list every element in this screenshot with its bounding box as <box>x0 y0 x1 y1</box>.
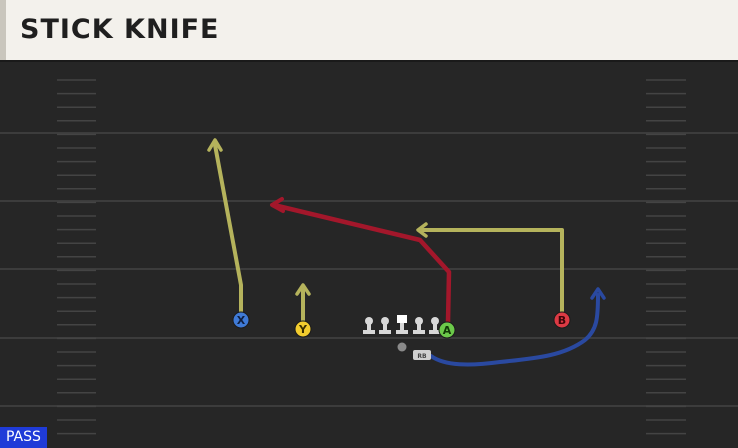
rb-label: RB <box>417 353 427 360</box>
x-label: X <box>237 314 246 327</box>
a-label: A <box>443 324 452 337</box>
play-type-badge: PASS <box>0 427 47 448</box>
y-route-arrow <box>295 283 311 296</box>
a-route-line <box>275 203 452 325</box>
play-header: STICK KNIFE <box>0 0 738 60</box>
play-title: STICK KNIFE <box>20 14 220 45</box>
quarterback-marker <box>397 342 407 352</box>
lineman-icon <box>363 317 375 334</box>
lineman-icon <box>379 317 391 334</box>
b-route-arrow <box>416 222 428 238</box>
lineman-icon <box>413 317 425 334</box>
x-button-icon: X <box>232 311 250 329</box>
field-turf <box>0 62 738 448</box>
y-button-icon: Y <box>294 320 312 338</box>
offensive-line <box>363 315 441 334</box>
x-route-arrow <box>207 138 223 152</box>
x-route-line <box>213 143 243 319</box>
lineman-icon <box>429 317 441 334</box>
y-label: Y <box>298 323 308 336</box>
routes <box>207 138 606 367</box>
running-back-marker: RB <box>413 350 431 360</box>
yard-lines <box>0 132 738 407</box>
rb-route-arrow <box>590 287 606 300</box>
center-icon <box>396 315 408 334</box>
a-route-arrow <box>270 197 285 213</box>
a-button-icon: A <box>438 321 456 339</box>
b-button-icon: B <box>553 311 571 329</box>
rb-route-line <box>429 293 600 367</box>
b-route-line <box>421 228 564 315</box>
hash-marks <box>57 79 686 435</box>
b-label: B <box>558 314 566 327</box>
